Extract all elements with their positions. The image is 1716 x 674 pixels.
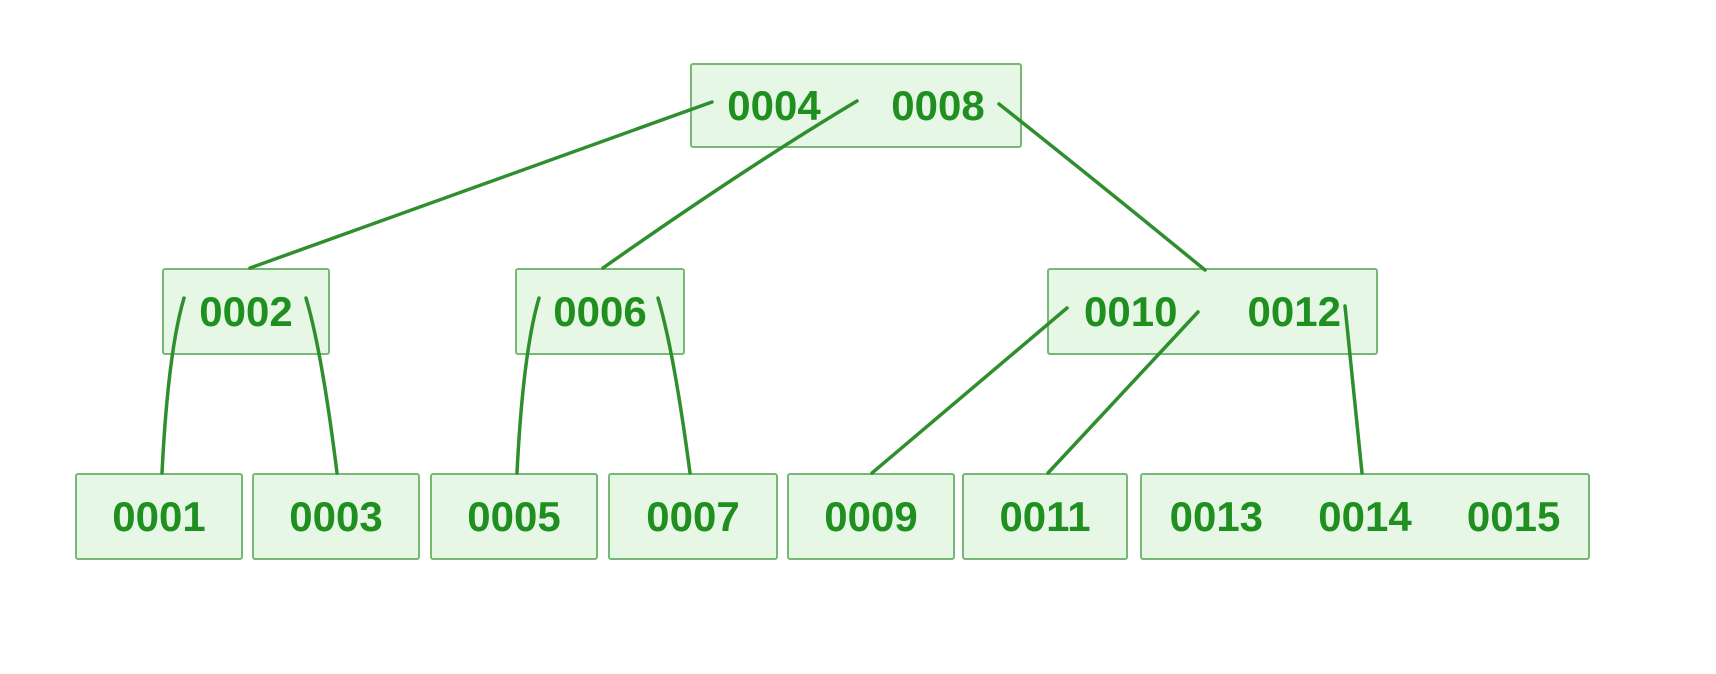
node-key: 0013 <box>1169 492 1264 540</box>
tree-node-internal-0002: 0002 <box>162 268 330 355</box>
node-key: 0015 <box>1466 492 1561 540</box>
tree-node-leaf-0007: 0007 <box>608 473 778 560</box>
tree-node-internal-0010-0012: 0010 0012 <box>1047 268 1378 355</box>
node-key: 0010 <box>1084 287 1178 335</box>
node-key: 0008 <box>891 81 985 129</box>
tree-edge-root-0004-0008-to-internal-0002 <box>248 100 714 270</box>
tree-node-leaf-0009: 0009 <box>787 473 955 560</box>
node-key: 0001 <box>112 492 206 540</box>
tree-node-root-0004-0008: 0004 0008 <box>690 63 1022 148</box>
node-key: 0014 <box>1318 492 1412 540</box>
node-key: 0005 <box>467 492 561 540</box>
tree-node-leaf-0005: 0005 <box>430 473 598 560</box>
tree-node-internal-0006: 0006 <box>515 268 685 355</box>
node-key: 0003 <box>289 492 383 540</box>
node-key: 0011 <box>999 492 1091 540</box>
node-key: 0012 <box>1247 287 1341 335</box>
node-key: 0007 <box>646 492 740 540</box>
tree-node-leaf-0001: 0001 <box>75 473 243 560</box>
tree-node-leaf-0003: 0003 <box>252 473 420 560</box>
node-key: 0004 <box>727 81 821 129</box>
node-key: 0009 <box>824 492 918 540</box>
tree-edge-internal-0010-0012-to-leaf-0009 <box>870 306 1069 475</box>
tree-node-leaf-0013-0014-0015: 0013 0014 0015 <box>1140 473 1590 560</box>
tree-edge-root-0004-0008-to-internal-0010-0012 <box>997 102 1207 272</box>
node-key: 0002 <box>199 287 293 335</box>
tree-node-leaf-0011: 0011 <box>962 473 1128 560</box>
node-key: 0006 <box>553 287 647 335</box>
